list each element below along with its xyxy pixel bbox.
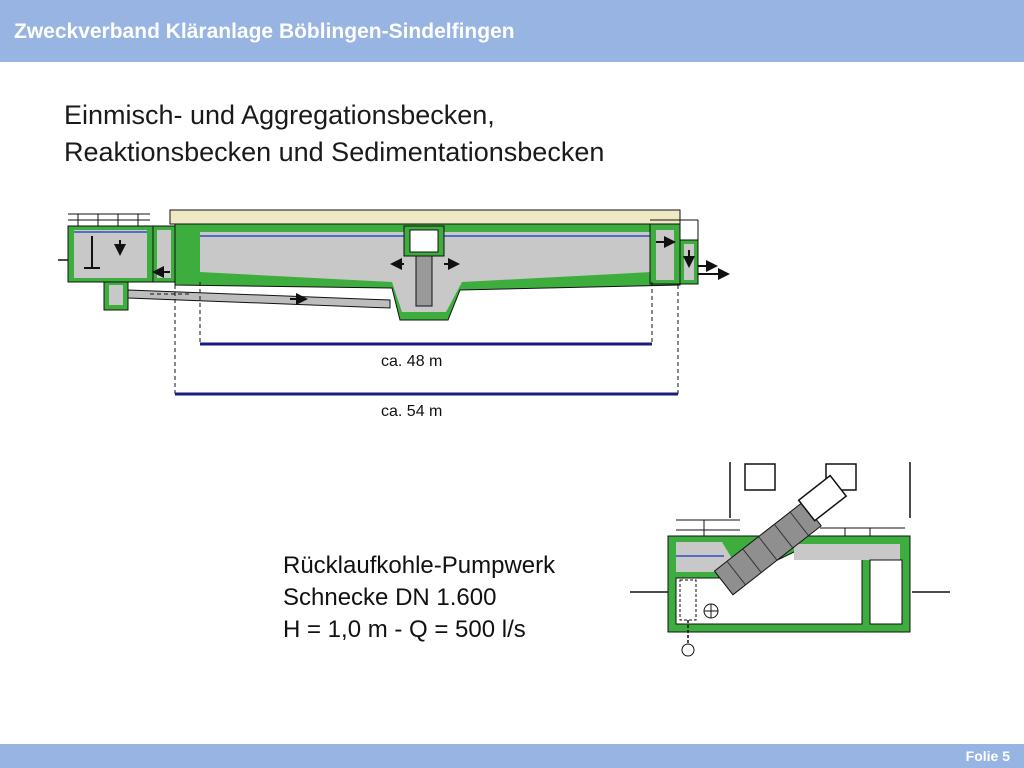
slide-title: Einmisch- und Aggregationsbecken, Reakti… [64, 97, 604, 171]
pump-outlet-shaft [869, 559, 903, 625]
header-bar: Zweckverband Kläranlage Böblingen-Sindel… [0, 0, 1024, 62]
return-sludge-pipe [127, 289, 391, 309]
pumpwerk-info: Rücklaufkohle-Pumpwerk Schnecke DN 1.600… [283, 550, 555, 646]
basin-cross-section [58, 209, 730, 396]
drain-pipe [679, 579, 697, 621]
centre-pipe [415, 255, 433, 307]
screw-pump [713, 474, 848, 596]
dimension-label-54m: ca. 54 m [381, 403, 443, 420]
sludge-pipe-body [127, 289, 391, 309]
sedimentation-basin [169, 209, 730, 321]
pump-outlet-water [794, 544, 900, 560]
mixing-tank-water [74, 230, 147, 278]
basin-roof [169, 209, 681, 225]
dimension-label-48m: ca. 48 m [381, 353, 443, 370]
pumpwerk-name: Rücklaufkohle-Pumpwerk [283, 552, 556, 579]
drain-valve-icon [681, 643, 695, 657]
pumpwerk-specs: H = 1,0 m - Q = 500 l/s [283, 616, 526, 643]
building-window-1 [744, 463, 776, 491]
mixing-tank [67, 213, 176, 311]
header-title: Zweckverband Kläranlage Böblingen-Sindel… [14, 20, 515, 43]
footer-bar: Folie 5 [0, 744, 1024, 768]
slide-number: Folie 5 [965, 748, 1010, 764]
slide-title-line-1: Einmisch- und Aggregationsbecken, [64, 100, 495, 130]
screw-pump-motor [797, 474, 848, 522]
pumping-station [630, 462, 950, 657]
dimension-lines [174, 282, 679, 396]
pumpwerk-screw: Schnecke DN 1.600 [283, 584, 497, 611]
slide-title-line-2: Reaktionsbecken und Sedimentationsbecken [64, 137, 605, 167]
